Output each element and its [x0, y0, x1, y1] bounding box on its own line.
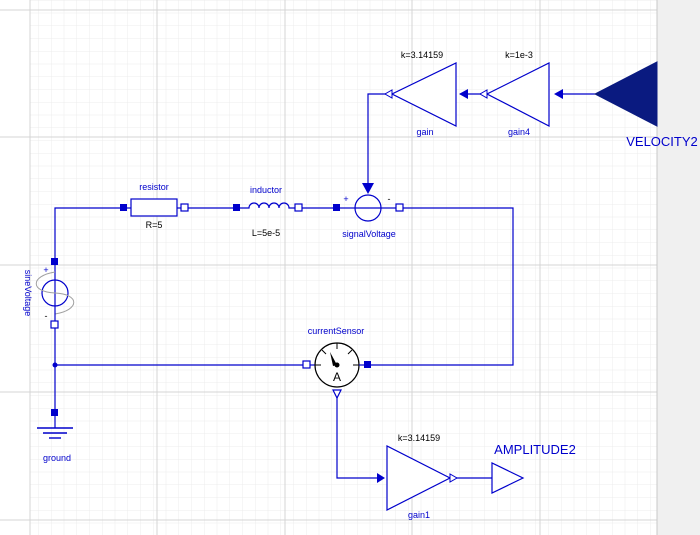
currentsensor-ticks — [315, 343, 359, 366]
inductor-coil — [240, 202, 295, 209]
connection-wires — [54, 93, 595, 479]
gain4-output-port[interactable] — [478, 89, 488, 99]
gain-input-port[interactable] — [459, 89, 468, 99]
wire-sine-to-resistor — [54, 207, 124, 262]
currentsensor-pivot — [334, 362, 340, 368]
gain1-output-port[interactable] — [449, 473, 459, 483]
currentsensor-needle — [330, 352, 337, 366]
currentsensor-port-p[interactable] — [364, 361, 371, 368]
ground-port[interactable] — [51, 409, 58, 416]
wire-sensor-to-gain1 — [336, 397, 383, 479]
velocity2-input[interactable]: VELOCITY2 — [593, 61, 698, 149]
grid-minor — [30, 0, 657, 535]
gain-name: gain — [416, 127, 433, 137]
velocity2-name: VELOCITY2 — [626, 134, 698, 149]
gain-output-port[interactable] — [383, 89, 393, 99]
gain-triangle — [390, 62, 457, 127]
signalvoltage-component[interactable]: + - signalVoltage — [333, 183, 404, 239]
amplitude2-output-triangle — [491, 462, 525, 494]
wire-gain-to-signalvoltage — [367, 93, 389, 183]
signalvoltage-plus: + — [343, 194, 348, 204]
inductor-port-n[interactable] — [294, 203, 303, 212]
wire-signalvoltage-to-sensor — [367, 207, 514, 366]
signalvoltage-port-n[interactable] — [395, 203, 404, 212]
vertical-scrollbar[interactable] — [657, 0, 700, 535]
resistor-param: R=5 — [146, 220, 163, 230]
gain-param: k=3.14159 — [401, 50, 443, 60]
sinevoltage-plus: + — [43, 265, 48, 275]
signalvoltage-minus: - — [388, 194, 391, 204]
resistor-port-n[interactable] — [180, 203, 189, 212]
gain1-input-port[interactable] — [377, 473, 385, 483]
signalvoltage-port-p[interactable] — [333, 204, 340, 211]
resistor-name: resistor — [139, 182, 169, 192]
currentsensor-port-n[interactable] — [302, 360, 311, 369]
resistor-component[interactable]: resistor R=5 — [120, 182, 189, 230]
sinevoltage-minus: - — [45, 311, 48, 321]
sinevoltage-component[interactable]: + - sineVoltage — [23, 258, 75, 329]
gain1-block[interactable]: k=3.14159 gain1 — [377, 433, 459, 520]
gain1-name: gain1 — [408, 510, 430, 520]
sinevoltage-port-p[interactable] — [51, 258, 58, 265]
gain4-triangle — [485, 62, 550, 127]
inductor-name: inductor — [250, 185, 282, 195]
gain4-param: k=1e-3 — [505, 50, 533, 60]
resistor-port-p[interactable] — [120, 204, 127, 211]
sine-wave-icon — [35, 271, 75, 315]
ground-name: ground — [43, 453, 71, 463]
amplitude2-output[interactable]: AMPLITUDE2 — [491, 442, 576, 494]
inductor-port-p[interactable] — [233, 204, 240, 211]
ground-component[interactable]: ground — [37, 409, 73, 463]
currentsensor-component[interactable]: A currentSensor — [302, 326, 371, 400]
gain4-name: gain4 — [508, 127, 530, 137]
sinevoltage-port-n[interactable] — [50, 320, 59, 329]
currentsensor-output-port[interactable] — [332, 389, 342, 400]
gain1-triangle — [386, 445, 452, 511]
inductor-component[interactable]: inductor L=5e-5 — [233, 185, 303, 238]
velocity2-input-triangle — [593, 61, 658, 127]
gain4-block[interactable]: k=1e-3 gain4 — [478, 50, 563, 137]
signalvoltage-input-arrow[interactable] — [362, 183, 374, 194]
gain4-input-port[interactable] — [554, 89, 563, 99]
resistor-body — [130, 198, 178, 217]
signalvoltage-name: signalVoltage — [342, 229, 396, 239]
currentsensor-symbol: A — [333, 370, 341, 384]
gain1-param: k=3.14159 — [398, 433, 440, 443]
junction-node — [52, 362, 58, 368]
currentsensor-name: currentSensor — [308, 326, 365, 336]
amplitude2-name: AMPLITUDE2 — [494, 442, 576, 457]
inductor-param: L=5e-5 — [252, 228, 280, 238]
sinevoltage-name: sineVoltage — [23, 270, 33, 317]
gain-block[interactable]: k=3.14159 gain — [383, 50, 468, 137]
